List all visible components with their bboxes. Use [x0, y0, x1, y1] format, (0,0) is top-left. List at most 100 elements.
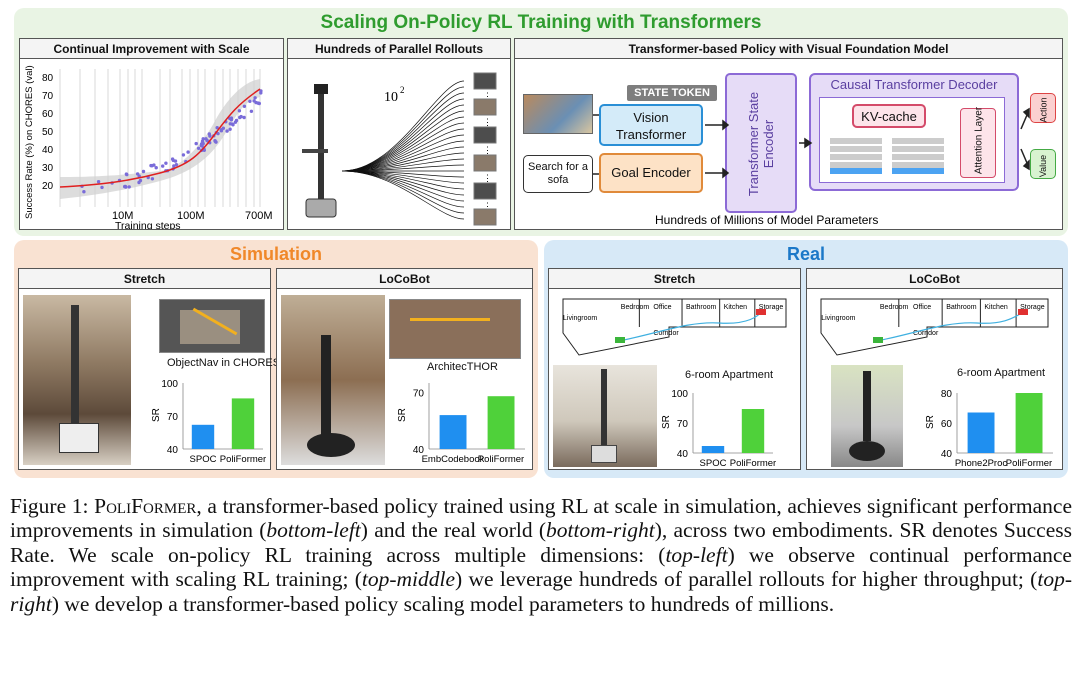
scatter-point — [171, 158, 175, 163]
kv-stack-2 — [892, 138, 944, 174]
decoder-box: Causal Transformer Decoder KV-cache Atte… — [809, 73, 1019, 191]
scatter-point — [231, 123, 235, 127]
bar-category-label: Phone2Proc — [955, 458, 1008, 469]
kv-stack-1 — [830, 138, 882, 174]
scatter-point — [228, 127, 232, 131]
scatter-point — [234, 118, 239, 123]
scatter-point — [154, 166, 158, 170]
rollout-count-exp: 2 — [400, 85, 405, 95]
room-label-bathroom: Bathroom — [686, 304, 717, 311]
scatter-point — [194, 141, 198, 146]
caption-emph-2: bottom-right — [546, 518, 655, 543]
rollout-ellipsis: ⋮ — [483, 173, 492, 183]
bar-category-label: SPOC — [700, 458, 727, 469]
scatter-point — [123, 184, 127, 189]
scatter-point — [202, 148, 206, 152]
bar-y-label: SR — [661, 415, 672, 429]
real-stretch-head: Stretch — [549, 269, 800, 289]
scatter-point — [137, 180, 141, 185]
rollouts-panel-title: Hundreds of Parallel Rollouts — [288, 39, 510, 59]
bar-poliformer — [1015, 393, 1043, 453]
bar-y-tick: 80 — [941, 389, 953, 400]
sim-stretch-head: Stretch — [19, 269, 270, 289]
scatter-point — [201, 137, 205, 141]
bar-category-label: PoliFormer — [220, 454, 266, 465]
bar-y-label: SR — [151, 408, 162, 422]
bar-y-label: SR — [925, 415, 936, 429]
simulation-panel: Simulation Stretch ObjectNav in CHORES-S… — [14, 240, 538, 478]
goal-encoder-box: Goal Encoder — [599, 153, 703, 193]
robot-base — [305, 198, 337, 218]
caption-figure-number: Figure 1: — [10, 494, 89, 518]
scatter-point — [242, 115, 246, 120]
scatter-point — [229, 118, 234, 122]
scatter-point — [253, 96, 257, 100]
caption-emph-1: bottom-left — [266, 518, 361, 543]
sim-stretch-photo — [23, 295, 131, 465]
room-label-office: Office — [653, 304, 671, 311]
room-label-bedroom: Bedroom — [621, 304, 650, 311]
architecture-arrows: Hundreds of Millions of Model Parameters — [593, 107, 1030, 227]
rollout-count: 10 — [384, 90, 398, 105]
rollout-thumbnail — [473, 98, 497, 116]
caption-text-6: ) we develop a transformer-based policy … — [51, 591, 835, 616]
bar-y-label: SR — [397, 408, 408, 422]
bar-embcodebook — [439, 415, 467, 449]
goal-text-box: Search for a sofa — [523, 155, 593, 193]
rollout-ellipsis: ⋮ — [483, 145, 492, 155]
room-label-bathroom: Bathroom — [946, 304, 977, 311]
decoder-label: Causal Transformer Decoder — [830, 77, 998, 92]
rollouts-panel: Hundreds of Parallel Rollouts ⋮⋮⋮⋮⋮ 10 2 — [287, 38, 511, 230]
scatter-point — [174, 163, 179, 167]
bar-y-tick: 70 — [677, 419, 689, 430]
scatter-point — [237, 109, 242, 113]
scatter-point — [242, 104, 247, 108]
rollout-thumbnail — [473, 182, 497, 200]
rollout-line — [341, 80, 465, 172]
scatter-point — [238, 115, 242, 120]
bar-category-label: SPOC — [190, 454, 217, 465]
scatter-point — [164, 161, 168, 165]
scatter-point — [181, 153, 186, 157]
caption-method-name: PoliFormer — [94, 494, 197, 518]
scatter-point — [225, 129, 229, 133]
scatter-point — [259, 91, 263, 95]
bar-y-tick: 40 — [413, 445, 425, 456]
bar-poliformer — [487, 396, 515, 449]
scatter-point — [199, 142, 204, 146]
room-label-storage: Storage — [1020, 304, 1045, 311]
room-label-kitchen: Kitchen — [984, 304, 1007, 311]
x-tick-10m: 10M — [112, 210, 133, 222]
scatter-point — [219, 129, 224, 133]
attention-layer-box: Attention Layer — [960, 107, 996, 178]
bar-y-tick: 100 — [161, 379, 178, 390]
sim-locobot-head: LoCoBot — [277, 269, 532, 289]
y-tick-label: 60 — [42, 109, 54, 120]
rollout-thumbnails: ⋮⋮⋮⋮⋮ — [473, 72, 497, 226]
bar-poliformer — [741, 409, 765, 453]
bar-y-tick: 40 — [167, 445, 179, 456]
bar-y-tick: 100 — [671, 389, 688, 400]
action-box: Action — [1030, 93, 1056, 123]
y-axis-label: Success Rate (%) on CHORES (val) — [24, 65, 35, 219]
rollout-line — [341, 170, 465, 220]
rollout-thumbnail — [473, 154, 497, 172]
room-label-livingroom: Livingroom — [563, 315, 597, 322]
value-box: Value — [1030, 149, 1056, 179]
y-tick-label: 70 — [42, 91, 54, 102]
x-axis-label: Training steps — [115, 220, 181, 229]
confidence-band — [60, 79, 260, 199]
sim-locobot-map — [389, 299, 521, 359]
room-label-office: Office — [913, 304, 931, 311]
scatter-point — [249, 109, 254, 113]
sim-stretch-map-label: ObjectNav in CHORES-S — [167, 357, 292, 369]
scatter-point — [196, 146, 201, 150]
bar-poliformer — [231, 398, 255, 449]
rollout-thumbnail — [473, 126, 497, 144]
scatter-point — [215, 126, 219, 130]
bar-y-tick: 70 — [167, 412, 179, 423]
